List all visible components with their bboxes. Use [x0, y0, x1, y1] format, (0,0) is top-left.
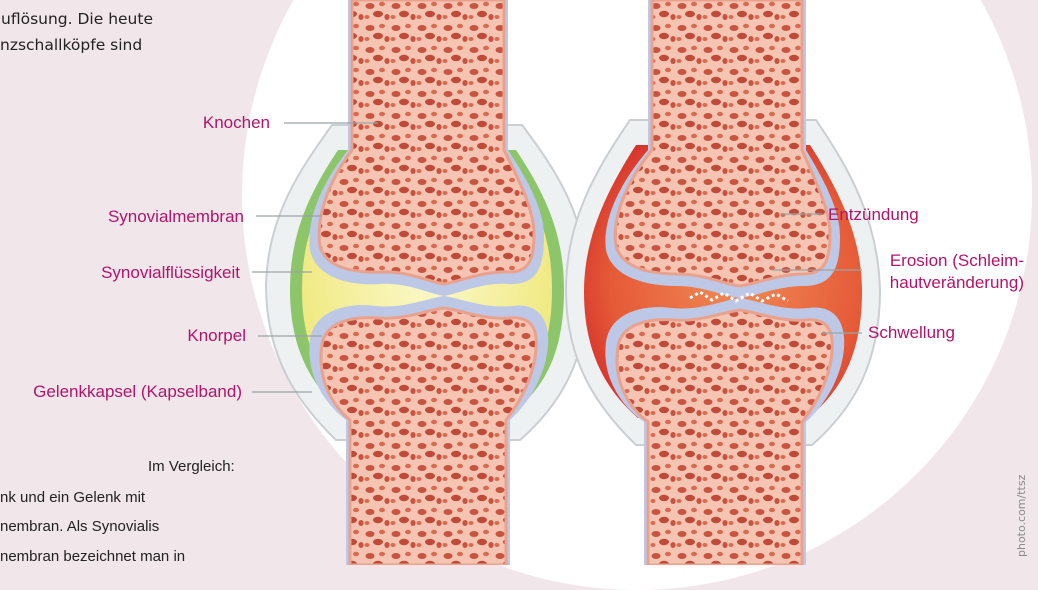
label-synovialfluessigkeit: Synovialflüssigkeit [40, 262, 240, 284]
label-knochen: Knochen [120, 112, 270, 134]
caption-line-2: nk und ein Gelenk mit [0, 486, 145, 509]
intro-line-2: nzschallköpfe sind [0, 32, 240, 58]
inflamed-lower-bone [617, 310, 832, 565]
healthy-joint [266, 0, 588, 565]
label-schwellung: Schwellung [868, 322, 955, 344]
caption-line-1: Im Vergleich: [148, 455, 235, 478]
intro-text: uflösung. Die heute nzschallköpfe sind [0, 6, 240, 58]
label-entzuendung: Entzündung [828, 204, 919, 226]
label-erosion-line-1: Erosion (Schleim- [858, 250, 1024, 272]
upper-bone [319, 0, 534, 284]
inflamed-joint [566, 0, 880, 565]
label-gelenkkapsel: Gelenkkapsel (Kapselband) [0, 381, 242, 403]
intro-line-1: uflösung. Die heute [0, 6, 240, 32]
caption-line-3: nembran. Als Synovialis [0, 515, 159, 538]
label-erosion-line-2: hautveränderung) [858, 272, 1024, 294]
lower-bone [321, 308, 536, 565]
label-knorpel: Knorpel [100, 325, 246, 347]
photo-credit: photo.com/ttsz [1014, 437, 1030, 557]
photo-credit-text: photo.com/ttsz [1015, 475, 1028, 557]
label-synovialmembran: Synovialmembran [40, 206, 244, 228]
label-erosion: Erosion (Schleim- hautveränderung) [858, 250, 1024, 294]
